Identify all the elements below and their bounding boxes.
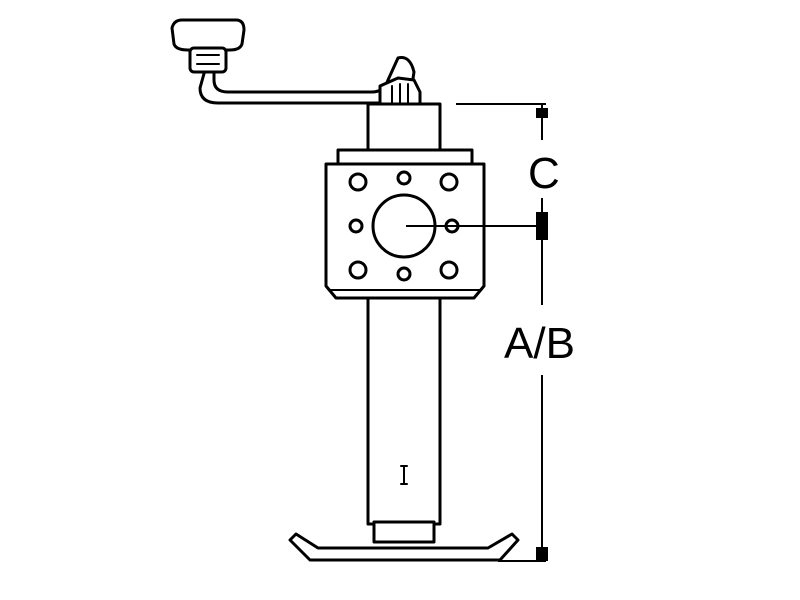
dimension-tick xyxy=(536,212,548,240)
upper-tube xyxy=(366,102,442,158)
dimension-lines xyxy=(406,103,548,562)
bolt-hole xyxy=(348,218,364,234)
bolt-hole xyxy=(396,170,412,186)
bolt-hole xyxy=(439,172,459,192)
bolt-hole xyxy=(348,172,368,192)
lower-tube xyxy=(366,296,442,544)
dimension-label-upper: C xyxy=(528,149,560,198)
mounting-plate xyxy=(324,148,486,300)
dimension-label-lower: A/B xyxy=(504,319,575,368)
dimension-tick xyxy=(536,108,548,118)
foot-plate xyxy=(288,532,520,562)
crank-knob xyxy=(170,18,246,52)
bolt-hole xyxy=(439,260,459,280)
dimension-tick xyxy=(536,547,548,561)
crank-handle xyxy=(170,18,422,108)
bolt-hole xyxy=(396,266,412,282)
bolt-hole xyxy=(348,260,368,280)
